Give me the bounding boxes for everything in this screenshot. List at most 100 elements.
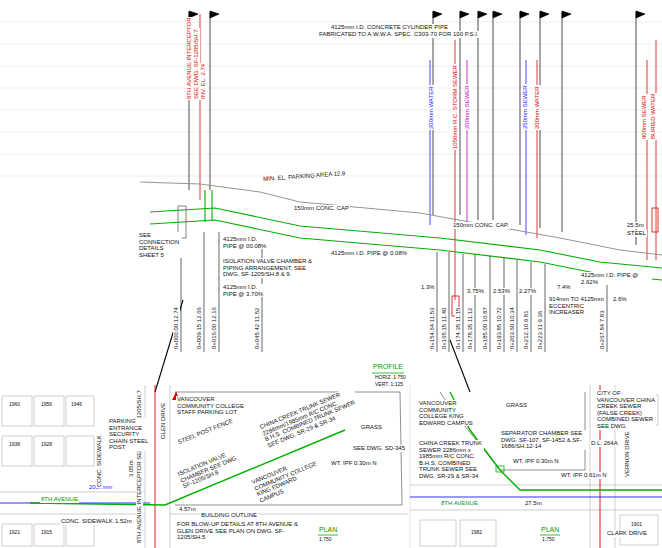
station-line — [219, 232, 220, 352]
pipe-plan — [496, 466, 504, 472]
drawing-label: 3.75% — [466, 288, 485, 295]
drawing-label: 0+154.64 11.53 — [429, 307, 436, 350]
plan-parcels — [0, 514, 145, 515]
drawing-label: 200mm WATER — [534, 85, 541, 130]
drawing-label: PARKING ENTRANCE SECURITY CHAIN STEEL PO… — [108, 418, 154, 451]
ground-line — [140, 182, 662, 255]
plan-parcels — [66, 524, 94, 546]
drawing-label: 0+267.84 7.83 — [599, 309, 606, 350]
station-line — [517, 260, 518, 352]
drawing-label: PLAN — [540, 526, 560, 534]
plan-parcels — [410, 385, 411, 548]
flag-pole — [493, 12, 494, 220]
drawing-label: PLAN — [318, 526, 338, 534]
drawing-label: CITY OF VANCOUVER CHINA CREEK SEWER (FAL… — [596, 390, 656, 430]
drawing-label: 2.53% — [492, 288, 511, 295]
drawing-label: 1.3% — [420, 284, 436, 291]
drawing-label: CONC. SIDEWALK — [96, 434, 103, 488]
ground-line — [140, 182, 662, 255]
title-underline — [540, 535, 560, 536]
station-line — [449, 252, 450, 352]
drawing-label: 4125mm I.D. CONCRETE CYLINDER PIPE — [330, 24, 449, 31]
flag-pole — [460, 12, 461, 215]
drawing-label: 4.57m — [178, 506, 197, 513]
drawing-label: GLEN DRIVE — [160, 402, 167, 440]
drawing-label: 0+009.15 12.66 — [196, 306, 203, 350]
drawing-label: 2.27% — [518, 288, 537, 295]
drawing-label: 0+165.15 11.40 — [441, 307, 448, 350]
drawing-label: INV. EL. 2.74 — [200, 63, 207, 100]
drawing-label: 0+193.85 10.72 — [496, 306, 503, 350]
utility-plan — [410, 497, 662, 498]
drawing-label: 0+016.00 12.16 — [211, 306, 218, 350]
drawing-label: 200mm SEWER — [464, 84, 471, 130]
drawing-label: 7.4% — [556, 284, 572, 291]
profile-grid — [0, 22, 662, 23]
plan-parcels — [460, 520, 496, 546]
drawing-label: WT. IPF 0.61m N — [560, 472, 608, 479]
drawing-label: 0+174.35 11.15 — [455, 307, 462, 350]
drawing-label: 150mm CONC. CAP — [293, 205, 350, 212]
drawing-label: 4125mm I.D. PIPE @ 00.08% — [222, 236, 268, 249]
station-line — [545, 264, 546, 352]
plan-parcels — [420, 520, 456, 546]
flag-pole — [520, 11, 529, 18]
flag-pole — [478, 11, 487, 18]
match-line — [155, 300, 470, 392]
profile-grid — [0, 44, 662, 45]
pipe-profile — [150, 190, 662, 280]
station-line — [607, 276, 608, 352]
drawing-label: MIN. EL. PARKING AREA 12.9 — [262, 170, 347, 182]
drawing-label: VERNON DRIVE — [624, 430, 631, 478]
plan-parcels — [34, 396, 64, 426]
drawing-label: 0+203.60 10.34 — [509, 306, 516, 350]
drawing-label: 1946 — [70, 402, 83, 408]
flag-pole — [210, 12, 211, 190]
drawing-label: 0+223.11 9.36 — [537, 310, 544, 350]
drawing-label: 8TH AVENUE — [40, 496, 79, 503]
drawing-label: FABRICATED TO A.W.W.A. SPEC. C303-70 FOR… — [318, 31, 480, 38]
flag-pole — [210, 11, 219, 18]
plan-parcels — [410, 485, 662, 486]
drawing-label: 1:750 — [541, 537, 556, 543]
drawing-label: 0+045.42 11.52 — [254, 307, 261, 350]
pipe-profile — [204, 190, 205, 222]
drawing-label: 1982 — [470, 530, 483, 536]
drawing-label: 8TH AVENUE INTERCEPTOR SEE DWG. SF-1205/… — [136, 389, 143, 544]
drawing-label: 1901 — [630, 522, 643, 528]
match-line — [155, 300, 183, 392]
drawing-label: WT. IPF 0.30m N — [512, 458, 560, 465]
plan-parcels — [66, 396, 94, 426]
drawing-label: BURIED WATER — [650, 93, 657, 140]
title-underline — [318, 535, 338, 536]
station-line — [504, 258, 505, 352]
drawing-label: 1.52m — [114, 518, 133, 525]
drawing-label: SEPARATOR CHAMBER SEE DWG. SF-107, SF-14… — [500, 430, 587, 450]
flag-pole — [520, 12, 521, 225]
drawing-label: 0+185.00 10.87 — [482, 306, 489, 350]
drawing-label: 1956 — [40, 402, 53, 408]
flag-pole — [189, 11, 645, 245]
drawing-label: 200mm WATER — [428, 85, 435, 130]
flag-pole — [478, 12, 479, 220]
drawing-label: VANCOUVER COMMUNITY COLLEGE KING EDWARD … — [250, 452, 327, 504]
drawing-label: STEEL — [626, 230, 647, 237]
drawing-label: GRASS — [505, 402, 528, 409]
drawing-label: FOR BLOW-UP DETAILS AT 8TH AVENUE & GLEN… — [176, 521, 308, 541]
flag-pole — [562, 12, 563, 232]
drawing-label: 25.5m — [626, 222, 645, 229]
station-line — [204, 232, 205, 352]
drawing-label: HORIZ. 1:750 — [374, 375, 407, 381]
utility-line — [200, 14, 658, 316]
utility-line — [656, 40, 657, 260]
drawing-label: WT. IPF 0.30m N — [330, 460, 378, 467]
drawing-label: CLARK DRIVE — [606, 530, 648, 537]
drawing-label: 0+212.10 9.81 — [523, 309, 530, 350]
station-line — [475, 254, 476, 352]
station-line — [181, 232, 607, 352]
profile-grid — [0, 154, 662, 155]
drawing-label: 900mm SEWER — [641, 94, 648, 140]
drawing-label: 1915 — [40, 530, 53, 536]
